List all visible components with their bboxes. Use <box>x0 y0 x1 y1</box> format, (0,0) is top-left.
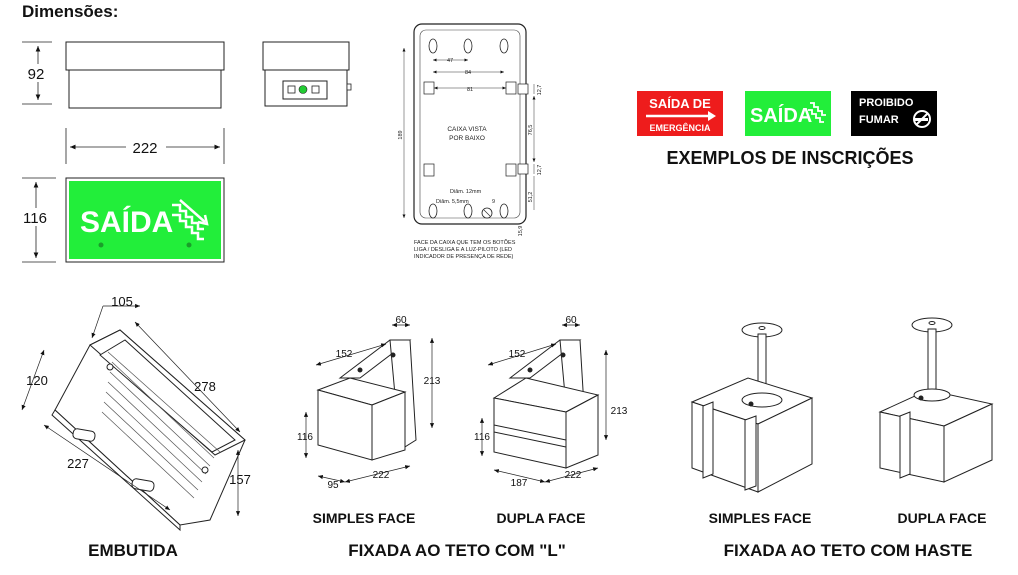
l-dupla-drawing <box>492 339 600 469</box>
height-label: 92 <box>28 66 45 83</box>
stairs-icon <box>808 102 826 123</box>
dim-189: 189 <box>398 130 404 139</box>
l-dupla-dim-213: 213 <box>611 406 628 417</box>
hole-label-2: Diâm. 5,5mm <box>436 199 469 205</box>
l-dupla-label: DUPLA FACE <box>497 510 586 526</box>
haste-simples-label: SIMPLES FACE <box>709 510 812 526</box>
sign-saida-emergencia: SAÍDA DE EMERGÊNCIA <box>637 91 723 136</box>
box-center-text-2: POR BAIXO <box>449 135 485 142</box>
embutida-dim-105: 105 <box>111 294 133 309</box>
dim-81: 81 <box>467 87 473 93</box>
exit-sign-text: SAÍDA <box>80 205 173 239</box>
sign3-line2: FUMAR <box>859 114 899 126</box>
stairs-arrow-icon <box>172 199 209 241</box>
l-dupla-dim-222: 222 <box>565 470 582 481</box>
l-simples-label: SIMPLES FACE <box>313 510 416 526</box>
l-simples-drawing <box>316 339 417 461</box>
mount-holes-top <box>428 38 509 54</box>
height-dimension: 92 <box>22 41 52 105</box>
haste-dupla-drawing <box>878 317 994 483</box>
hole-label-1: Diâm. 12mm <box>450 189 482 195</box>
fixada-l-caption: FIXADA AO TETO COM "L" <box>348 541 566 560</box>
l-simples-dim-152: 152 <box>336 349 353 360</box>
sign1-line1: SAÍDA DE <box>649 96 711 111</box>
side-view <box>262 41 352 107</box>
led-indicator <box>298 85 308 94</box>
l-dupla-dim-116: 116 <box>474 432 490 443</box>
box-center-text-1: CAIXA VISTA <box>447 126 487 133</box>
embutida-dims <box>21 303 241 516</box>
exit-sign-front: SAÍDA <box>65 177 225 263</box>
l-simples-dim-60: 60 <box>395 315 407 326</box>
width-label: 222 <box>132 140 157 157</box>
note-line-3: INDICADOR DE PRESENÇA DE REDE) <box>414 254 513 260</box>
embutida-drawing <box>51 329 246 532</box>
note-line-2: LIGA / DESLIGA E A LUZ-PILOTO (LED <box>414 247 512 253</box>
l-dupla-dim-187: 187 <box>511 478 528 489</box>
l-simples-dims <box>303 322 435 483</box>
sign-saida-green: SAÍDA <box>745 91 831 136</box>
face-height-dimension: 116 <box>20 177 56 263</box>
no-smoking-icon <box>913 110 931 128</box>
l-simples-dim-95: 95 <box>327 480 339 491</box>
sign-proibido-fumar: PROIBIDO FUMAR <box>851 91 937 136</box>
width-dimension: 222 <box>65 128 225 164</box>
embutida-dim-278: 278 <box>194 379 216 394</box>
mount-holes-bottom <box>428 203 509 219</box>
dim-76-5: 76,5 <box>528 125 534 136</box>
sign3-line1: PROIBIDO <box>859 97 914 109</box>
l-simples-dim-222: 222 <box>373 470 390 481</box>
hole-dim: 9 <box>492 199 495 205</box>
l-dupla-dims <box>479 322 609 483</box>
fixada-haste-caption: FIXADA AO TETO COM HASTE <box>724 541 973 560</box>
embutida-dim-157: 157 <box>229 472 251 487</box>
note-line-1: FACE DA CAIXA QUE TEM OS BOTÕES <box>414 239 516 246</box>
face-height-label: 116 <box>23 210 47 227</box>
dim-15-9: 15,9 <box>518 226 524 237</box>
embutida-dim-227: 227 <box>67 456 89 471</box>
dim-12-7-b: 12,7 <box>537 165 543 176</box>
sign2-text: SAÍDA <box>750 104 812 127</box>
embutida-dim-120: 120 <box>26 373 48 388</box>
l-simples-dim-116: 116 <box>297 432 313 443</box>
top-view <box>65 41 225 109</box>
dim-84: 84 <box>465 70 471 76</box>
l-dupla-dim-60: 60 <box>565 315 577 326</box>
dim-47: 47 <box>447 58 453 64</box>
embutida-caption: EMBUTIDA <box>88 541 178 560</box>
box-bottom-view: 47 84 81 189 12,7 76,5 12,7 51,2 15,9 CA… <box>398 23 543 260</box>
haste-simples-drawing <box>690 322 814 493</box>
sign1-line2: EMERGÊNCIA <box>649 122 711 133</box>
l-dupla-dim-152: 152 <box>509 349 526 360</box>
dim-12-7-a: 12,7 <box>537 85 543 96</box>
examples-title: EXEMPLOS DE INSCRIÇÕES <box>666 147 913 168</box>
haste-dupla-label: DUPLA FACE <box>898 510 987 526</box>
dim-51-2: 51,2 <box>528 192 534 203</box>
l-simples-dim-213: 213 <box>424 376 441 387</box>
page-heading: Dimensões: <box>22 2 119 21</box>
